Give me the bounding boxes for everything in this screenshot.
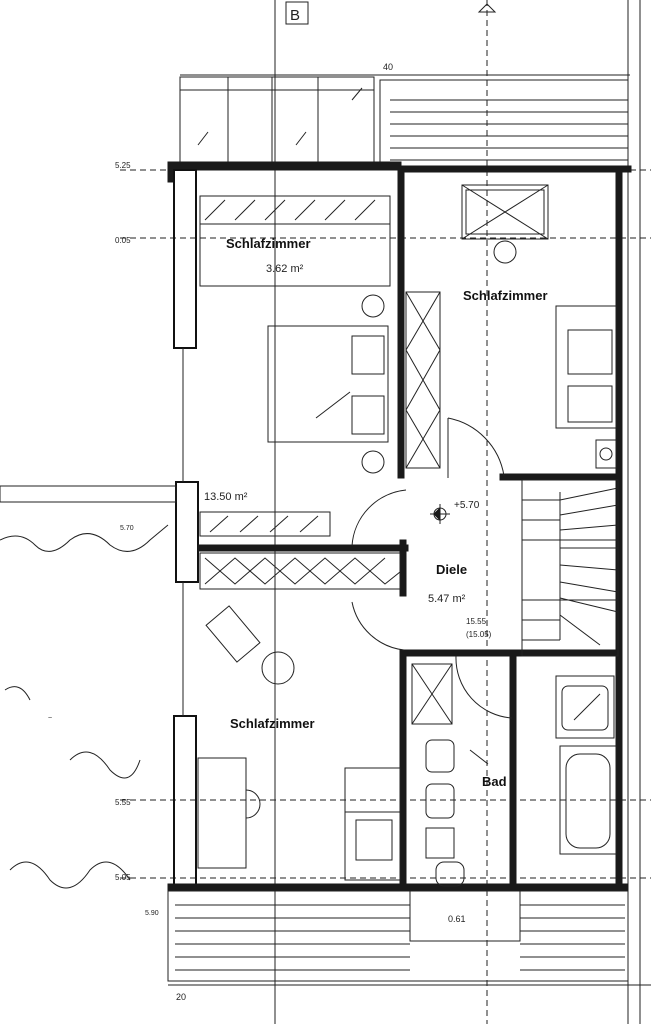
bath-fixtures <box>411 663 617 887</box>
hall-and-stairs <box>430 479 619 719</box>
level-mark-1: 5.25 <box>115 161 131 170</box>
room-name-bedroom-bottom-left: Schlafzimmer <box>230 716 315 731</box>
room-name-bedroom-top-left: Schlafzimmer <box>226 236 311 251</box>
level-mark-2: 0.05 <box>115 236 131 245</box>
room-name-bedroom-top-right: Schlafzimmer <box>463 288 548 303</box>
room-name-bath: Bad <box>482 774 507 789</box>
stair-note-1: 15.55 <box>466 617 487 626</box>
hall-level: +5.70 <box>454 500 480 511</box>
svg-text:~: ~ <box>48 715 52 722</box>
bedroom-bottom-left-furniture <box>197 552 405 881</box>
level-mark-5: 5.70 <box>120 525 134 532</box>
balcony-top <box>179 76 629 171</box>
dim-top: 40 <box>383 62 393 72</box>
level-mark-6: 5.90 <box>145 910 159 917</box>
grid-label-top-text: B <box>290 7 300 24</box>
room-area-hall: 5.47 m² <box>428 593 466 605</box>
bedroom-top-right-furniture <box>405 184 617 478</box>
stair-note-2: (15.05) <box>466 630 492 639</box>
room-area-bedroom-top-left: 3.62 m² <box>266 263 304 275</box>
level-mark-4: 5.05 <box>115 873 131 882</box>
level-mark-3: 5.55 <box>115 798 131 807</box>
terrace-left: ~ <box>0 485 177 889</box>
dim-bottom: 20 <box>176 992 186 1002</box>
room-name-hall: Diele <box>436 562 467 577</box>
bedroom-top-left-furniture <box>199 195 391 474</box>
grid-label-top: B <box>285 1 497 25</box>
bedroom-middle-left-furniture <box>199 489 407 547</box>
room-area-bedroom-middle-left: 13.50 m² <box>204 491 248 503</box>
level-marks: 5.25 0.05 5.55 5.05 5.70 5.90 <box>115 161 159 917</box>
room-labels: Schlafzimmer 3.62 m² Schlafzimmer 13.50 … <box>204 236 548 789</box>
bath-dim: 0.61 <box>448 914 466 924</box>
balcony-bottom: 0.61 20 <box>167 890 629 1002</box>
